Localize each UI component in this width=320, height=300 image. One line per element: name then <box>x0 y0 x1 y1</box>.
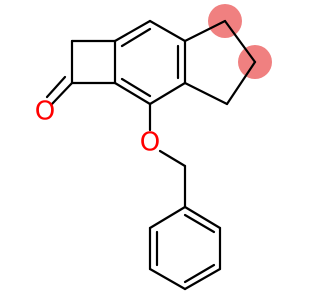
bond-phenyl-1-inner <box>183 213 216 234</box>
bond-phenyl-1 <box>183 205 222 230</box>
bond-ring-a-inner <box>120 27 152 48</box>
bond-cyclopentane-2 <box>223 19 257 64</box>
bond-ring-a <box>113 19 152 43</box>
bond-cyclopentane-4 <box>183 81 229 106</box>
bond-phenyl-6 <box>148 205 187 230</box>
bond-carbonyl-2 <box>45 75 67 99</box>
bond-phenyl-4 <box>148 267 187 291</box>
carbonyl-oxygen-label: O <box>35 97 55 127</box>
bond-phenyl-3-inner <box>183 263 216 284</box>
bond-cyclopentane-1 <box>183 19 227 43</box>
molecule-structure: O O <box>35 4 272 291</box>
bond-phenyl-3 <box>183 267 222 291</box>
bond-ring-e <box>113 81 152 106</box>
bond-oxygen-to-ch2 <box>158 149 187 168</box>
bond-carbonyl-1 <box>50 81 74 106</box>
bond-cyclopentane-3 <box>225 60 257 106</box>
bond-ring-e-inner <box>120 77 152 98</box>
ether-oxygen-label: O <box>140 128 160 158</box>
bond-ring-d <box>148 81 187 106</box>
bond-ring-b <box>148 19 187 43</box>
